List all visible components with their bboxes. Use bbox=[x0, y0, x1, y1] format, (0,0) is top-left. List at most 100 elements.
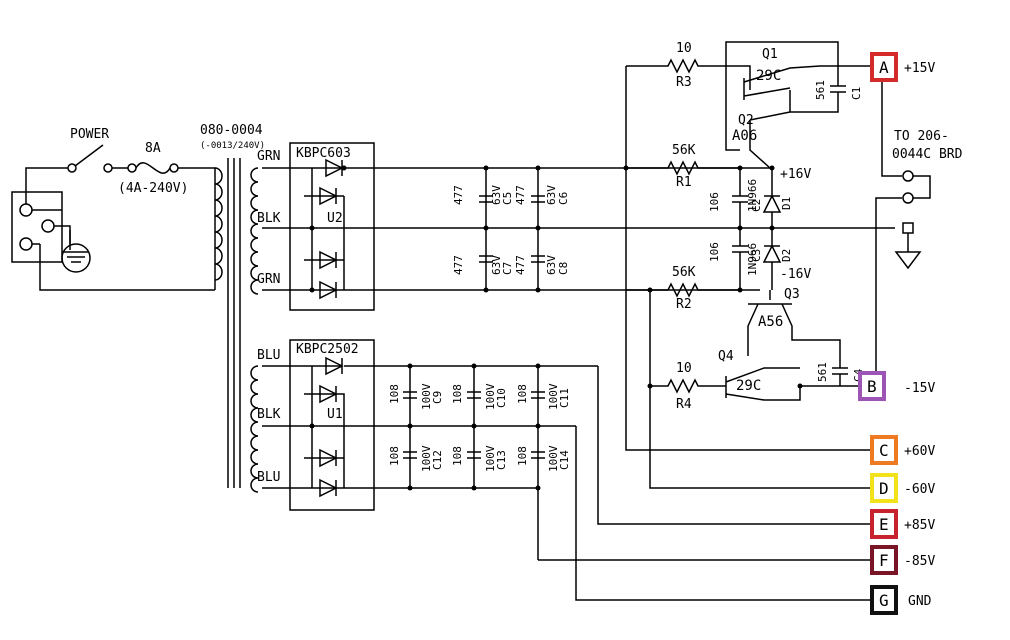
c9-ref: C9 bbox=[431, 391, 444, 404]
c12-volt: 100V bbox=[420, 445, 433, 472]
output-b-label: -15V bbox=[904, 381, 935, 396]
c14-value: 108 bbox=[516, 446, 529, 466]
c6-ref: C6 bbox=[557, 192, 570, 205]
output-c: C +60V bbox=[870, 435, 935, 465]
lower-capacitor-bank: 108 100V C9 108 100V C10 108 100V C11 10… bbox=[388, 363, 571, 560]
output-d-letter: D bbox=[879, 479, 889, 498]
output-g-letter: G bbox=[879, 591, 889, 610]
fuse-terminal-b-icon bbox=[169, 163, 179, 173]
r3-ref: R3 bbox=[676, 75, 692, 90]
q1-part: 29C bbox=[756, 68, 781, 84]
q2-transistor-icon bbox=[725, 66, 791, 169]
output-c-letter: C bbox=[879, 441, 889, 460]
c10-ref: C10 bbox=[495, 388, 508, 408]
fuse-terminal-a-icon bbox=[127, 163, 137, 173]
output-g-box bbox=[870, 585, 898, 615]
power-switch-lever bbox=[74, 144, 104, 167]
output-a-letter: A bbox=[879, 58, 889, 77]
c3-ref: C3 bbox=[750, 249, 763, 262]
c1-value: 561 bbox=[814, 80, 827, 100]
rails bbox=[312, 167, 895, 489]
output-f-box bbox=[870, 545, 898, 575]
output-d-box bbox=[870, 473, 898, 503]
r4-value: 10 bbox=[676, 361, 692, 376]
c10-value: 108 bbox=[451, 384, 464, 404]
q4-ref: Q4 bbox=[718, 349, 734, 364]
r1-resistor-icon bbox=[626, 160, 740, 176]
output-a: A +15V bbox=[870, 52, 935, 82]
plug-pin-earth bbox=[19, 237, 33, 251]
c7-volt: 63V bbox=[490, 255, 503, 275]
bridge-u2-ref: U2 bbox=[327, 211, 343, 226]
output-d: D -60V bbox=[870, 473, 935, 503]
q1-ref: Q1 bbox=[762, 47, 778, 62]
c6-value: 477 bbox=[514, 185, 527, 205]
c13-value: 108 bbox=[451, 446, 464, 466]
d2-ref: D2 bbox=[780, 249, 793, 262]
wire-grn-1: GRN bbox=[257, 149, 280, 164]
c11-volt: 100V bbox=[547, 383, 560, 410]
fuse-rating-alt: (4A-240V) bbox=[118, 181, 188, 196]
c13-ref: C13 bbox=[495, 450, 508, 470]
d1-ref: D1 bbox=[780, 197, 793, 210]
u2-diode-2-icon bbox=[319, 186, 338, 206]
r2-resistor-icon bbox=[626, 282, 740, 298]
c12-value: 108 bbox=[388, 446, 401, 466]
r4-ref: R4 bbox=[676, 397, 692, 412]
d1-part: 1N966 bbox=[746, 179, 759, 212]
wire-blu-1: BLU bbox=[257, 348, 280, 363]
q2-ref: Q2 bbox=[738, 113, 754, 128]
c2-ref: C2 bbox=[750, 199, 763, 212]
connector-pin-2-icon bbox=[902, 192, 914, 204]
q3-ref: Q3 bbox=[784, 287, 800, 302]
r2-value: 56K bbox=[672, 265, 696, 280]
ground-symbol-icon bbox=[894, 233, 922, 270]
q4-part: 29C bbox=[736, 378, 761, 394]
output-f-letter: F bbox=[879, 551, 889, 570]
c5-value: 477 bbox=[452, 185, 465, 205]
q4-transistor-icon bbox=[725, 367, 870, 401]
output-b: B -15V bbox=[858, 371, 935, 401]
secondary-coil-lower bbox=[250, 365, 259, 493]
d1-volt: +16V bbox=[780, 167, 811, 182]
plug-pin-live bbox=[19, 203, 33, 217]
power-switch-label: POWER bbox=[70, 127, 109, 142]
d2-volt: -16V bbox=[780, 267, 811, 282]
output-e-label: +85V bbox=[904, 518, 935, 533]
c11-ref: C11 bbox=[558, 388, 571, 408]
to-board-line2: 0044C BRD bbox=[892, 147, 963, 162]
switch-contact-a-icon bbox=[67, 163, 77, 173]
c14-volt: 100V bbox=[547, 445, 560, 472]
c8-value: 477 bbox=[514, 255, 527, 275]
bridge-u2-part: KBPC603 bbox=[296, 146, 351, 161]
primary-coil bbox=[214, 167, 223, 281]
bridge-u1-part: KBPC2502 bbox=[296, 342, 359, 357]
bridge-rectifier-u1: KBPC2502 U1 bbox=[262, 339, 375, 511]
c3-value: 106 bbox=[708, 242, 721, 262]
u1-diode-1-icon bbox=[325, 356, 344, 376]
fuse-icon bbox=[135, 162, 171, 174]
c12-ref: C12 bbox=[431, 450, 444, 470]
transformer-part-alt: (-0013/240V) bbox=[200, 141, 265, 151]
output-a-box bbox=[870, 52, 898, 82]
c2-value: 106 bbox=[708, 192, 721, 212]
transformer-core bbox=[227, 158, 241, 488]
cap-c5-c6-plates bbox=[479, 195, 545, 203]
q3-transistor-icon bbox=[747, 290, 841, 360]
d2-part: 1N966 bbox=[746, 243, 759, 276]
cap-c7-c8-plates bbox=[479, 255, 545, 263]
r1-value: 56K bbox=[672, 143, 696, 158]
c1-ref: C1 bbox=[850, 87, 863, 100]
output-g-label: GND bbox=[908, 594, 932, 609]
secondary-coil-upper bbox=[250, 167, 259, 295]
q1-transistor-icon bbox=[743, 65, 870, 100]
c5-ref: C5 bbox=[501, 192, 514, 205]
ac-plug-outline bbox=[11, 191, 63, 263]
output-terminals: A +15V B -15V C +60V D -60V E +85V F -85… bbox=[858, 52, 935, 615]
earth-ground-icon bbox=[61, 230, 91, 273]
c5-volt: 63V bbox=[490, 185, 503, 205]
c9-value: 108 bbox=[388, 384, 401, 404]
c4-value: 561 bbox=[816, 362, 829, 382]
c10-volt: 100V bbox=[484, 383, 497, 410]
to-board-line1: TO 206- bbox=[894, 129, 949, 144]
